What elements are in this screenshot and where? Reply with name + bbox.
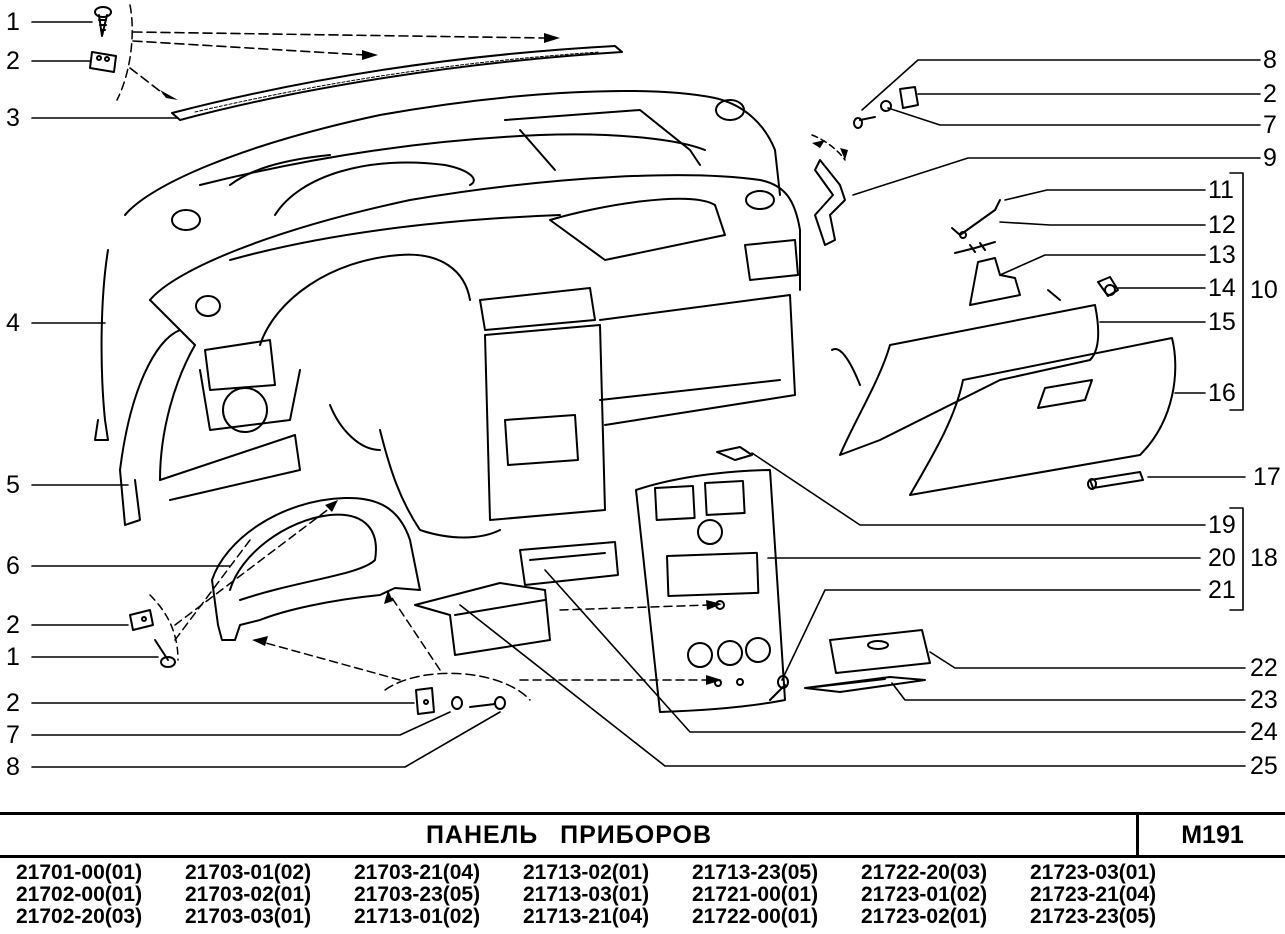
mounting-bracket [414,582,551,656]
callout-number: 11 [1208,176,1234,204]
part-code: 21722-00(01) [692,905,819,928]
glove-box-lid [909,337,1177,496]
callout-number: 2 [6,611,20,639]
dashboard-upper-shell [124,90,781,231]
part-code: 21723-23(05) [1030,905,1157,928]
storage-pocket [519,541,619,586]
part-code: 21701-00(01) [16,861,143,884]
callout-number: 1 [6,643,20,671]
part-code: 21713-21(04) [523,905,650,928]
part-code: 21723-01(02) [861,883,988,906]
clip-2-top [89,51,117,73]
group-label-10: 10 [1250,276,1278,304]
screw-1-top [94,6,112,37]
callout-number: 7 [6,721,20,749]
latch-spring-12 [954,241,996,254]
callout-number: 12 [1208,211,1236,239]
dash-arc-left [149,594,179,661]
callout-number: 23 [1250,686,1278,714]
part-code: 21723-21(04) [1030,883,1157,906]
glove-box [831,289,1100,456]
callout-number: 22 [1250,654,1278,682]
callout-number: 3 [6,104,20,132]
screw-21 [769,675,789,701]
leader-lines-right [459,59,1261,767]
bump-stop-14 [1097,276,1119,297]
callout-number: 8 [6,753,20,781]
part-code: 21713-01(02) [354,905,481,928]
group-label-18: 18 [1250,544,1278,572]
callout-number: 1 [6,8,20,36]
part-code: 21703-03(01) [185,905,312,928]
clip-19 [716,446,753,461]
part-code: 21713-23(05) [692,861,819,884]
washer-7-bottom [451,696,463,710]
clip-2-bottom [415,687,435,715]
callout-number: 15 [1208,308,1236,336]
dashboard-main [94,174,801,539]
mounting-bracket-9 [814,159,846,246]
group-bracket-18 [1229,507,1244,611]
part-code: 21713-02(01) [523,861,650,884]
washer-7-right [880,100,892,112]
part-code: 21702-00(01) [16,883,143,906]
screw-8-bottom [469,696,506,710]
callout-number: 7 [1263,111,1277,139]
callout-number: 2 [1263,80,1277,108]
callout-number: 8 [1263,46,1277,74]
part-code: 21723-02(01) [861,905,988,928]
title-block [0,812,1285,934]
callout-number: 16 [1208,379,1236,407]
part-code: 21702-20(03) [16,905,143,928]
callout-number: 25 [1250,752,1278,780]
hinge-pin-17 [1087,471,1144,490]
clip-2-left [129,609,154,631]
part-code: 21703-23(05) [354,883,481,906]
callout-number: 5 [6,471,20,499]
callout-number: 17 [1253,463,1281,491]
instrument-cluster-hood [211,496,421,641]
callout-number: 19 [1208,511,1236,539]
callout-number: 4 [6,309,20,337]
callout-number: 2 [6,689,20,717]
label-frame-23 [804,676,926,693]
callout-number: 21 [1208,576,1236,604]
part-code: 21721-00(01) [692,883,819,906]
part-code: 21713-03(01) [523,883,650,906]
divider [1136,812,1139,857]
part-code: 21703-02(01) [185,883,312,906]
dash-arc-top [116,4,133,101]
leader-lines-left [31,21,501,768]
divider [0,812,1285,815]
part-code: 21723-03(01) [1030,861,1157,884]
callout-number: 24 [1250,718,1278,746]
part-code: 21703-01(02) [185,861,312,884]
callout-number: 14 [1208,274,1236,302]
part-code: 21703-21(04) [354,861,481,884]
divider [0,855,1285,858]
clip-2-right [899,86,919,109]
label-plate-22 [829,629,931,674]
callout-number: 9 [1263,144,1277,172]
dash-arc-bottom [384,672,531,701]
screw-1-left [154,639,176,668]
screw-8-right [853,116,876,129]
latch-handle-13 [969,257,1021,306]
group-bracket-10 [1229,172,1244,411]
drawing-code: M191 [1181,821,1244,849]
center-console-trim [635,469,786,713]
callout-number: 6 [6,552,20,580]
callout-number: 20 [1208,544,1236,572]
callout-number: 13 [1208,241,1236,269]
callout-number: 2 [6,47,20,75]
latch-rod-11 [951,199,1001,239]
exploded-parts-drawing [31,4,1261,768]
drawing-title: ПАНЕЛЬ ПРИБОРОВ [425,821,713,849]
defroster-trim [171,45,623,121]
part-code: 21722-20(03) [861,861,988,884]
